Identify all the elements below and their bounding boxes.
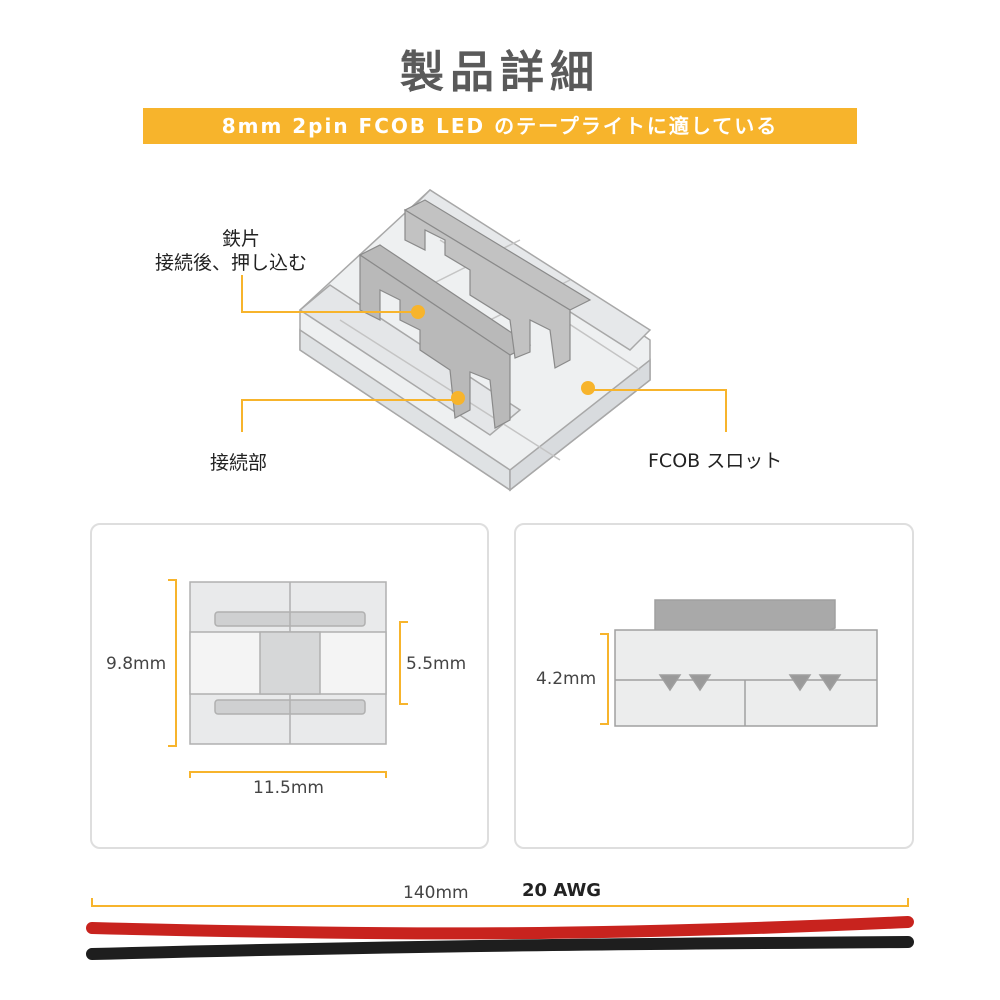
callout-connection-part: 接続部 [210, 452, 268, 474]
callout-iron-piece-desc: 接続後、押し込む [155, 252, 308, 274]
page-title: 製品詳細 [400, 47, 600, 98]
callout-dot-fcob-slot [581, 381, 595, 395]
side-view-connector [614, 599, 878, 727]
dim-height-inner: 5.5mm [406, 654, 467, 674]
dim-width: 11.5mm [253, 778, 324, 798]
callout-iron-piece-title: 鉄片 [222, 228, 261, 250]
compatibility-banner: 8mm 2pin FCOB LED のテープライトに適している [143, 108, 857, 144]
wire-length-label: 140mm [403, 883, 469, 903]
side-view-dimension-line [600, 633, 609, 725]
red-wire [86, 916, 914, 940]
dim-height-total: 9.8mm [106, 654, 167, 674]
callout-lines [241, 275, 727, 432]
top-view-dimension-lines [168, 579, 408, 778]
wire-length-line [91, 898, 909, 907]
metal-plate-back [403, 199, 592, 369]
callout-dot-connection-part [451, 391, 465, 405]
top-view-connector [189, 581, 387, 745]
callout-dot-iron-piece [411, 305, 425, 319]
dim-thickness: 4.2mm [536, 669, 597, 689]
wire-gauge-label: 20 AWG [522, 880, 602, 901]
callout-fcob-slot: FCOB スロット [648, 450, 783, 472]
black-wire [86, 936, 914, 960]
